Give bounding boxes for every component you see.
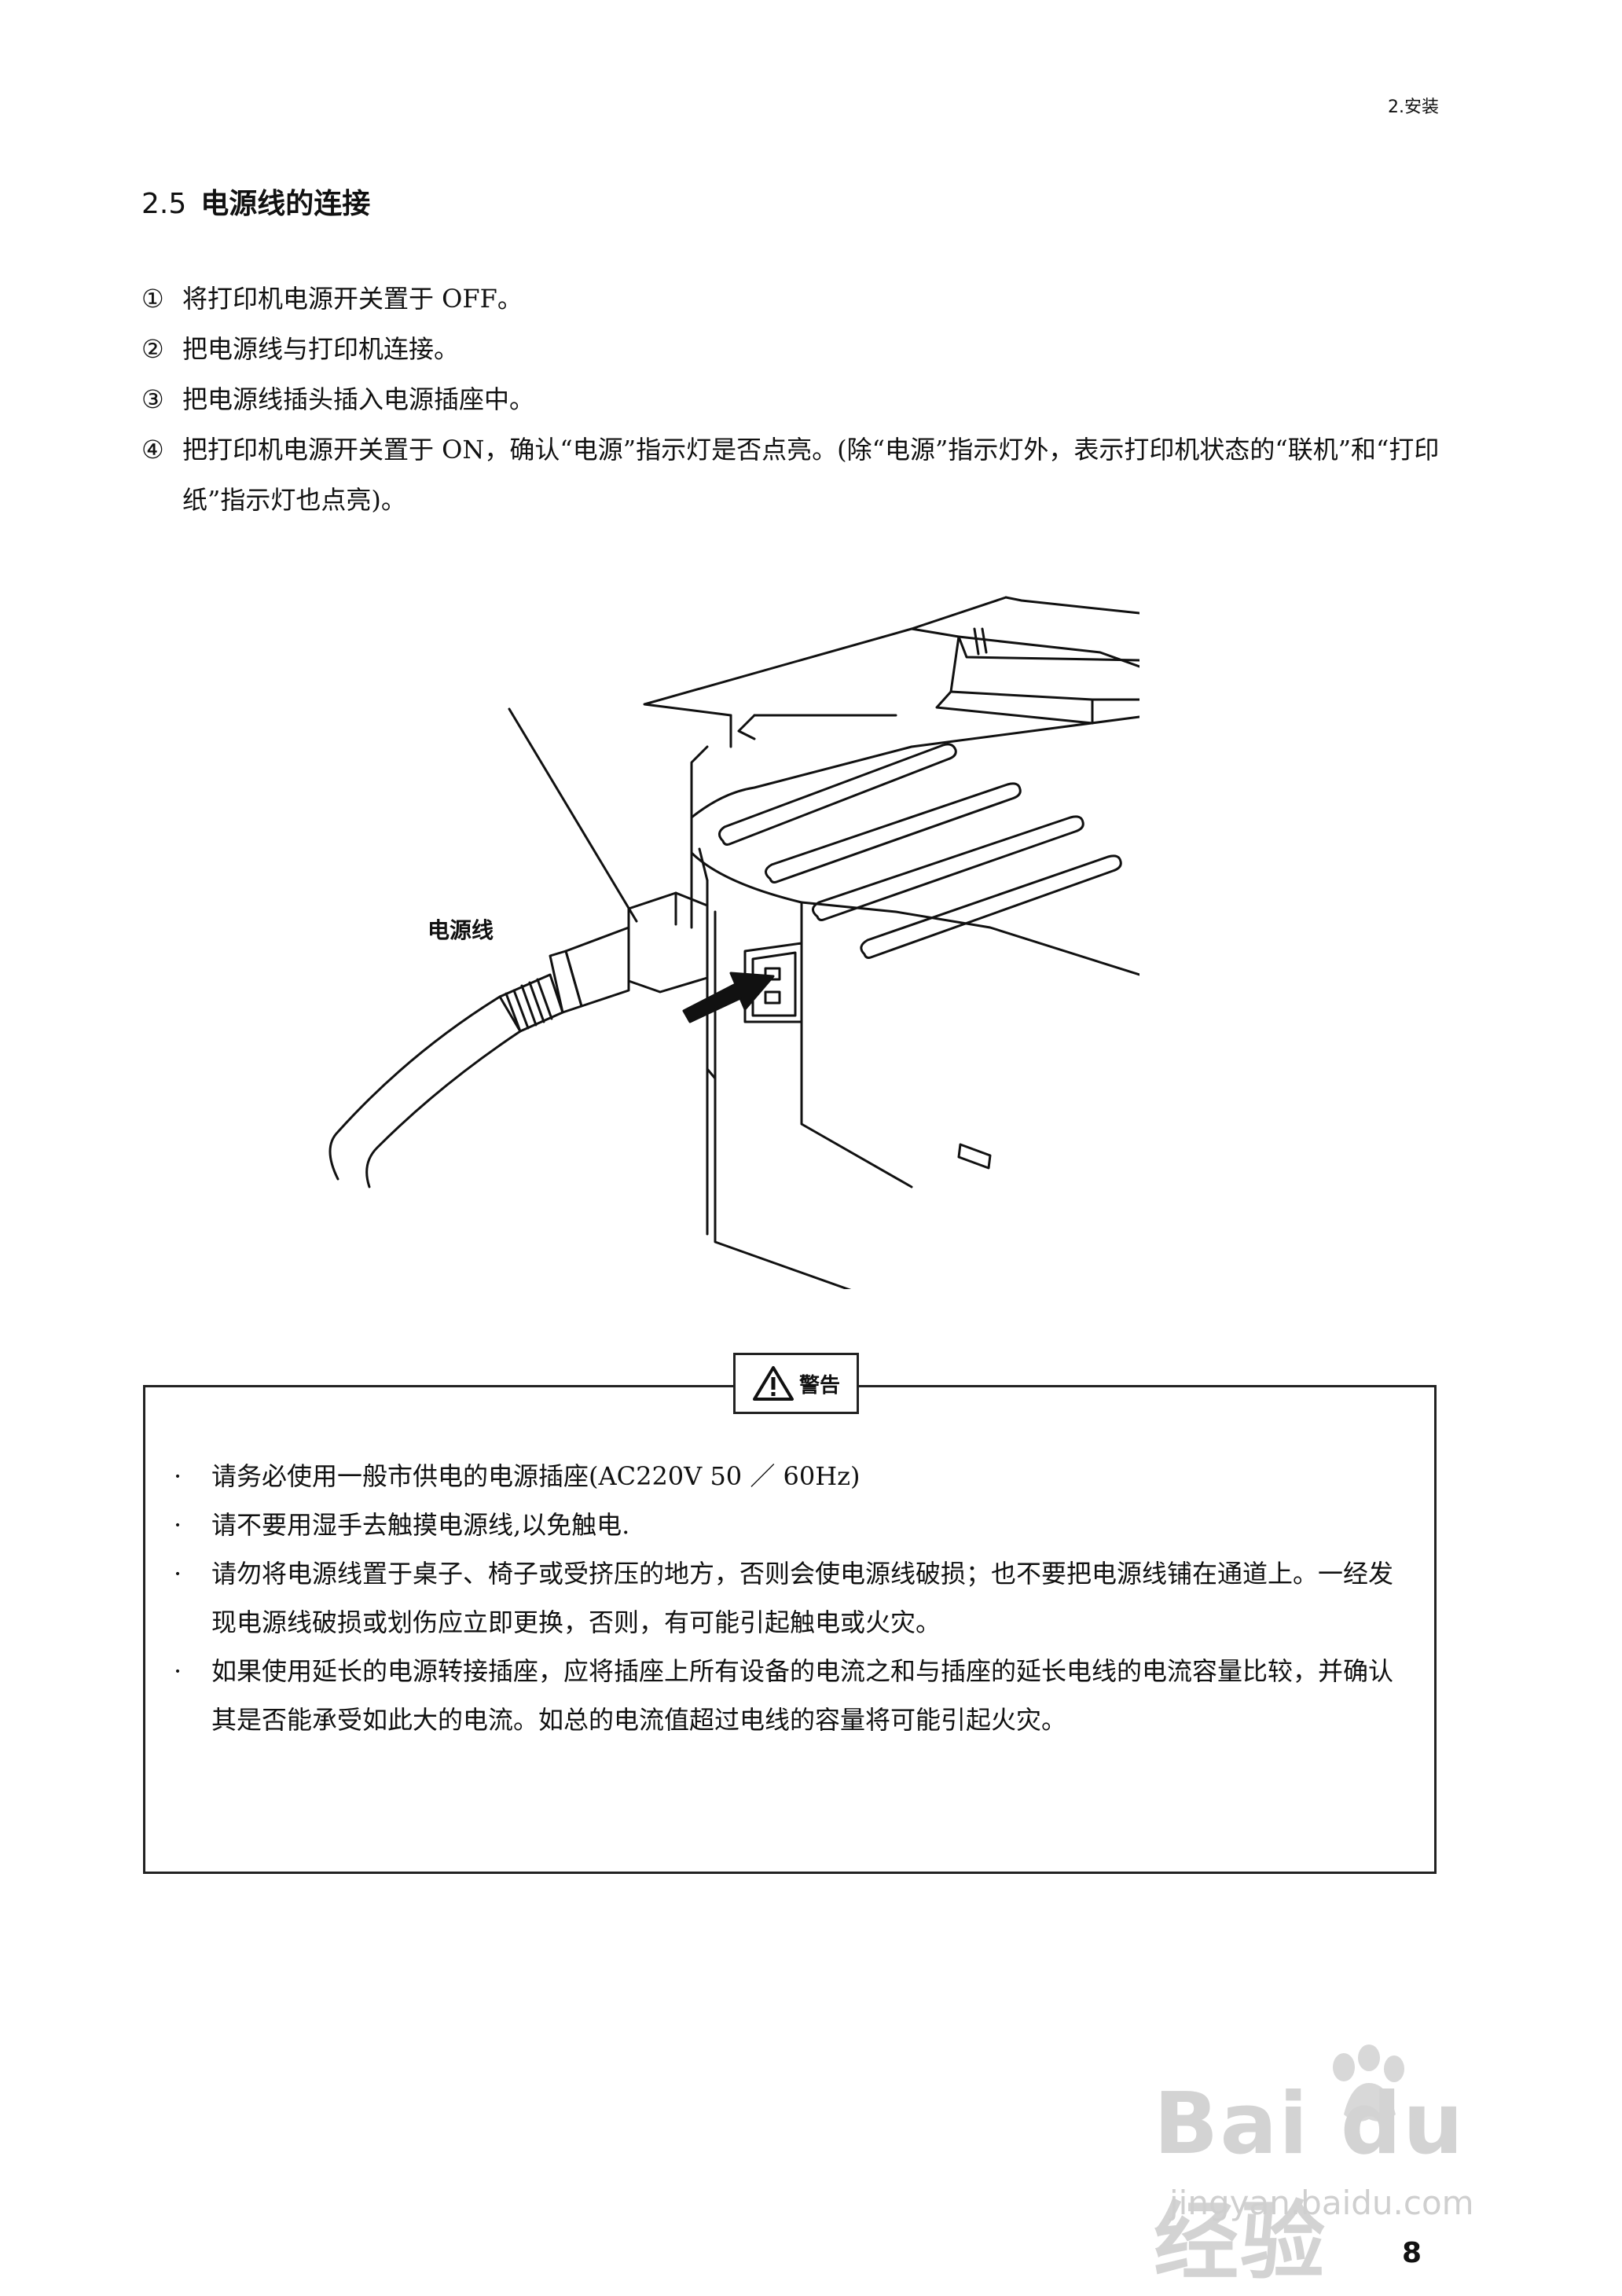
warning-box: 警告 · 请务必使用一般市供电的电源插座(AC220V 50 ／ 60Hz) ·… [143, 1353, 1437, 1874]
warning-list: · 请务必使用一般市供电的电源插座(AC220V 50 ／ 60Hz) · 请不… [174, 1452, 1407, 1744]
printer-power-cord-illustration [328, 596, 1139, 1289]
bullet: · [174, 1461, 182, 1491]
warning-item: · 请不要用湿手去触摸电源线,以免触电. [174, 1501, 1407, 1549]
step-text: 把电源线插头插入电源插座中。 [182, 384, 535, 414]
warning-triangle-icon [752, 1366, 794, 1401]
page-number: 8 [1402, 2237, 1422, 2269]
step-marker: ④ [141, 435, 164, 465]
warning-text: 如果使用延长的电源转接插座，应将插座上所有设备的电流之和与插座的延长电线的电流容… [211, 1656, 1394, 1735]
bullet: · [174, 1559, 182, 1589]
steps-list: ① 将打印机电源开关置于 OFF。 ② 把电源线与打印机连接。 ③ 把电源线插头… [141, 274, 1446, 525]
step-item: ② 把电源线与打印机连接。 [141, 324, 1446, 374]
warning-label: 警告 [798, 1373, 840, 1398]
warning-text: 请勿将电源线置于桌子、椅子或受挤压的地方，否则会使电源线破损；也不要把电源线铺在… [211, 1559, 1394, 1637]
step-text: 把打印机电源开关置于 ON，确认“电源”指示灯是否点亮。(除“电源”指示灯外，表… [182, 435, 1440, 515]
warning-text: 请务必使用一般市供电的电源插座(AC220V 50 ／ 60Hz) [211, 1461, 861, 1491]
paw-logo-icon [1333, 2044, 1404, 2122]
warning-item: · 如果使用延长的电源转接插座，应将插座上所有设备的电流之和与插座的延长电线的电… [174, 1647, 1407, 1744]
step-text: 将打印机电源开关置于 OFF。 [182, 284, 523, 314]
watermark-logo: Bai du 经验 [1154, 2075, 1466, 2291]
section-title-text: 电源线的连接 [200, 188, 371, 220]
step-marker: ① [141, 284, 164, 314]
figure-callout-label: 电源线 [428, 913, 494, 945]
bullet: · [174, 1656, 182, 1686]
section-title: 2.5 电源线的连接 [141, 181, 370, 222]
step-text: 把电源线与打印机连接。 [182, 334, 460, 364]
step-marker: ③ [141, 384, 164, 414]
baidu-jingyan-watermark: Bai du 经验 jingyan.baidu.com [1138, 2044, 1547, 2291]
warning-item: · 请勿将电源线置于桌子、椅子或受挤压的地方，否则会使电源线破损；也不要把电源线… [174, 1549, 1407, 1647]
step-item: ① 将打印机电源开关置于 OFF。 [141, 274, 1446, 324]
warning-text: 请不要用湿手去触摸电源线,以免触电. [211, 1510, 630, 1540]
warning-item: · 请务必使用一般市供电的电源插座(AC220V 50 ／ 60Hz) [174, 1452, 1407, 1501]
warning-tag: 警告 [733, 1353, 859, 1414]
bullet: · [174, 1510, 182, 1540]
chapter-header: 2.安装 [1388, 97, 1439, 117]
step-item: ③ 把电源线插头插入电源插座中。 [141, 374, 1446, 424]
section-number: 2.5 [141, 188, 187, 220]
watermark-url: jingyan.baidu.com [1169, 2184, 1474, 2222]
step-item: ④ 把打印机电源开关置于 ON，确认“电源”指示灯是否点亮。(除“电源”指示灯外… [141, 424, 1446, 525]
step-marker: ② [141, 334, 164, 364]
